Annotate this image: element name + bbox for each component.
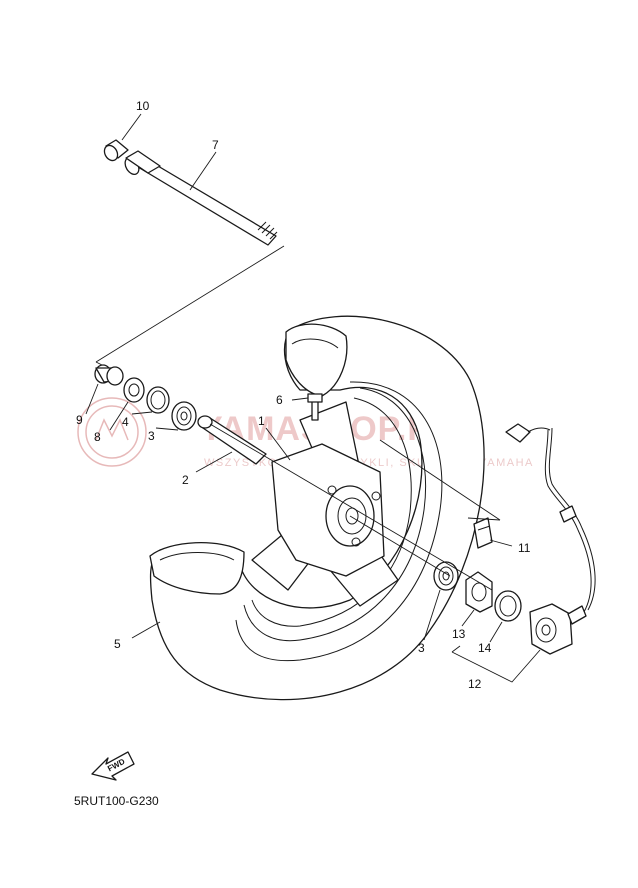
bearing-3-left (171, 401, 197, 431)
retaining-clip-7 (473, 517, 493, 549)
callout-9: 9 (76, 413, 83, 427)
meter-clutch-13 (465, 571, 493, 613)
tire-valve (307, 393, 323, 421)
speedometer-cable (505, 423, 596, 613)
callout-6: 6 (276, 393, 283, 407)
collar-9 (94, 364, 124, 386)
callout-7: 11 (518, 541, 531, 555)
oil-seal-14 (494, 590, 522, 622)
oil-seal-10 (123, 377, 145, 403)
callout-4: 4 (122, 415, 129, 429)
callout-3-right: 3 (418, 641, 425, 655)
diagram-code: 5RUT100-G230 (74, 794, 159, 808)
callout-13: 13 (452, 627, 466, 641)
front-axle (124, 150, 278, 246)
circlip-4 (146, 386, 170, 414)
callout-14: 14 (478, 641, 492, 655)
speedometer-gear-unit (529, 603, 587, 655)
callout-1: 1 (258, 414, 265, 428)
callout-3-left: 3 (148, 429, 155, 443)
callout-8: 7 (212, 138, 219, 152)
callout-12: 12 (468, 677, 482, 691)
watermark-logo-icon (77, 397, 147, 467)
axle-nut (103, 139, 129, 162)
spacer-2 (197, 415, 267, 465)
callout-2: 2 (182, 473, 189, 487)
forward-direction-arrow: FWD (91, 751, 135, 781)
bearing-3-right (433, 561, 459, 591)
callout-5: 5 (114, 637, 121, 651)
callout-11: 10 (136, 99, 150, 113)
callout-10: 8 (94, 430, 101, 444)
front-tire (149, 315, 485, 701)
